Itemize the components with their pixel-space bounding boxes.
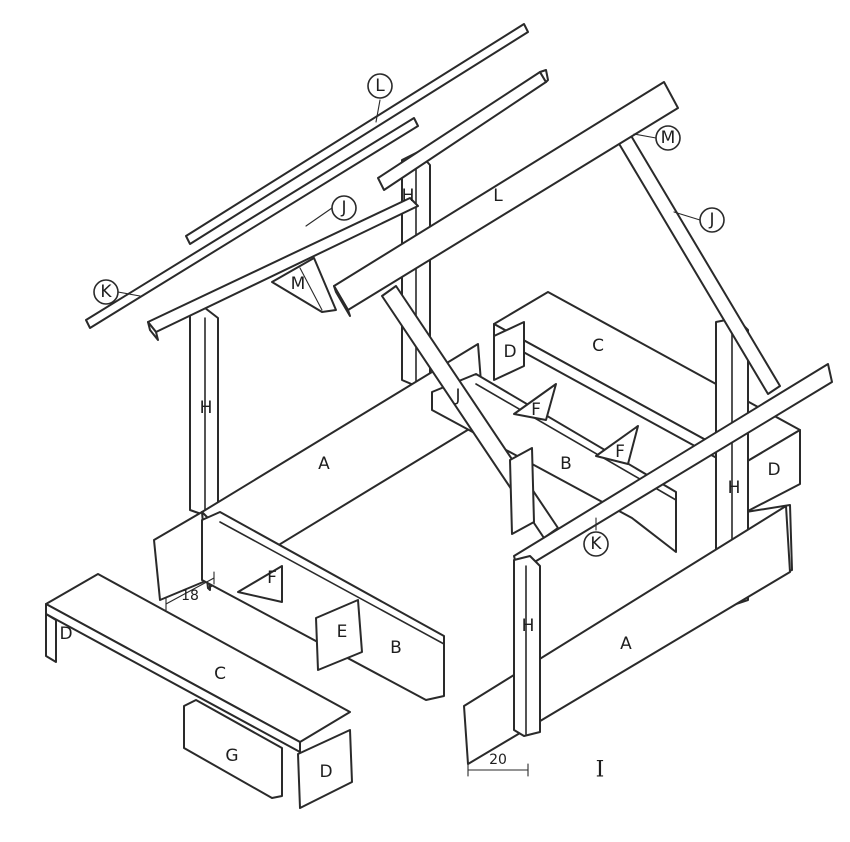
strip-k-exploded [85,117,419,329]
label-d-right-back: D [503,342,516,362]
label-d-right-front: D [767,460,780,480]
label-f-gusset-left: F [267,568,277,588]
dimension-left-value: 18 [181,588,199,604]
label-b-centre-rail: B [560,454,572,474]
callout-j-right [673,207,725,233]
label-g-stretcher: G [225,746,238,766]
spacer-block [509,447,535,535]
label-d-front-right: D [319,762,332,782]
gusset-f-1 [513,383,557,421]
right-bench-leg-d-back [493,321,525,381]
label-a-left-panel: A [318,454,330,474]
strip-l-exploded [185,23,529,245]
label-c-front-bench: C [214,664,226,684]
callout-m-right [633,125,681,151]
left-bench-leg-e [315,599,363,671]
back-ridge-board-l [377,69,549,191]
front-bench-leg-d-left [45,613,57,663]
callout-k-left [93,279,141,305]
figure-number: I [596,758,605,783]
label-l-strip: L [375,76,385,96]
front-bench-stretcher-g [183,699,283,799]
label-j-callout-right: J [708,210,714,230]
label-a-front-panel: A [620,634,632,654]
label-k-callout-front: K [590,534,602,554]
back-rafter-k [147,197,419,341]
back-brace-m [271,257,337,313]
front-ridge-board-l [333,81,679,317]
label-h-front-left: H [522,616,535,636]
left-gusset-f [237,565,283,603]
label-j-callout-top: J [340,198,346,218]
label-d-front-left: D [59,624,72,644]
label-e-leg: E [337,622,348,642]
label-h-back-left: H [200,398,213,418]
callout-l-top [367,73,393,123]
dimension-left [165,571,215,611]
label-f-gusset-2: F [615,442,625,462]
label-l-ridge: L [493,186,503,206]
label-c-right-bench: C [592,336,604,356]
gusset-f-2 [595,425,639,465]
label-f-gusset-1: F [531,400,541,420]
dimension-bottom [467,763,529,777]
label-m-brace: M [291,274,306,294]
label-h-back-right: H [402,186,415,206]
left-bench-end-panel [153,511,209,601]
front-bench-leg-d-right [297,729,353,809]
label-m-callout: M [661,128,676,148]
callout-k-front [583,517,609,557]
side-panel-a-front [463,505,791,765]
label-j-diagonal: J [454,386,460,406]
dimension-bottom-value: 20 [489,752,507,768]
label-b-left-rail: B [390,638,402,658]
front-left-post-h [513,555,541,737]
label-k-callout-left: K [100,282,112,302]
callout-j-top [305,195,357,227]
left-bench-b-rail [201,511,445,701]
label-h-front-right: H [728,478,741,498]
